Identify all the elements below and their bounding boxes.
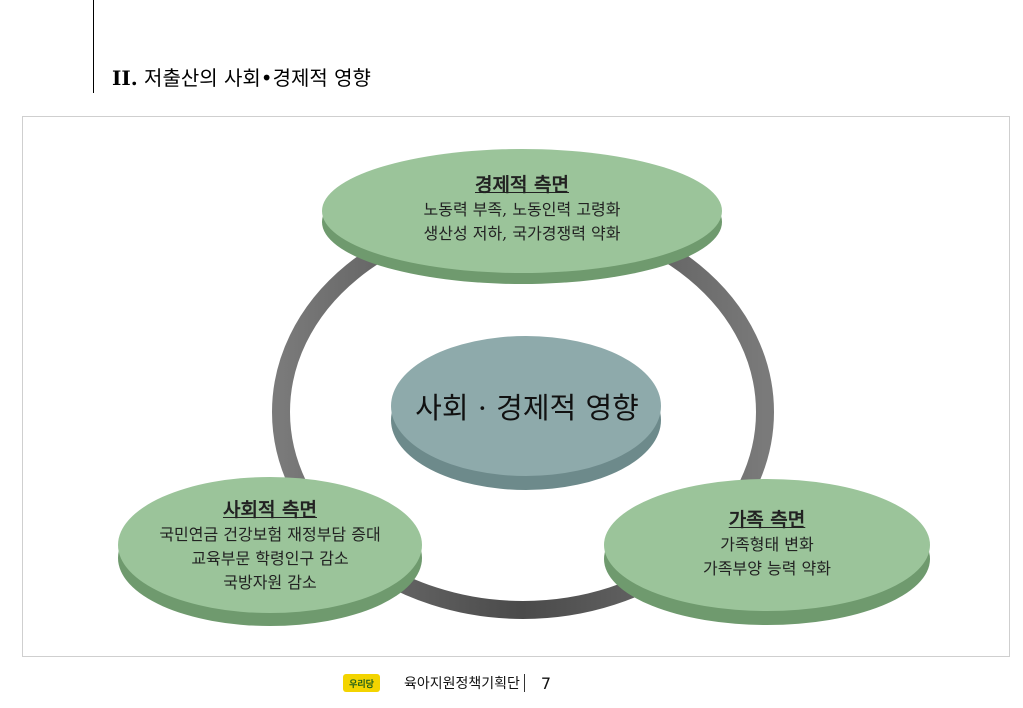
social-heading: 사회적 측면 — [222, 499, 317, 521]
social-label: 사회적 측면 국민연금 건강보험 재정부담 증대 교육부문 학령인구 감소 국방… — [130, 497, 410, 595]
family-node — [604, 479, 930, 625]
page-number: 7 — [540, 673, 552, 693]
family-line-1: 가족형태 변화 — [720, 535, 814, 554]
header-divider-line — [93, 0, 94, 93]
economic-line-1: 노동력 부족, 노동인력 고령화 — [423, 200, 621, 219]
center-node — [391, 336, 661, 490]
footer: 우리당 육아지원정책기획단 7 — [343, 671, 551, 695]
economic-heading: 경제적 측면 — [474, 174, 569, 196]
center-node-fill — [391, 336, 661, 476]
family-line-2: 가족부양 능력 약화 — [703, 559, 831, 578]
slide-title: II. 저출산의 사회•경제적 영향 — [112, 62, 371, 91]
family-heading: 가족 측면 — [728, 509, 806, 531]
social-line-2: 교육부문 학령인구 감소 — [191, 549, 349, 568]
party-logo: 우리당 — [343, 674, 380, 692]
social-line-1: 국민연금 건강보험 재정부담 증대 — [159, 525, 381, 544]
economic-node — [322, 149, 722, 284]
organization-name: 육아지원정책기획단 — [404, 676, 520, 692]
social-line-3: 국방자원 감소 — [223, 573, 317, 592]
economic-line-2: 생산성 저하, 국가경쟁력 약화 — [423, 224, 621, 243]
family-label: 가족 측면 가족형태 변화 가족부양 능력 약화 — [627, 507, 907, 581]
footer-separator — [523, 674, 525, 692]
family-node-fill — [604, 479, 930, 611]
social-node — [118, 477, 422, 626]
economic-label: 경제적 측면 노동력 부족, 노동인력 고령화 생산성 저하, 국가경쟁력 약화 — [362, 172, 682, 246]
social-node-fill — [118, 477, 422, 613]
center-label: 사회 · 경제적 영향 — [415, 391, 639, 425]
economic-node-fill — [322, 149, 722, 273]
section-number: II. — [112, 66, 138, 90]
title-text: 저출산의 사회•경제적 영향 — [144, 66, 371, 90]
party-logo-text: 우리당 — [349, 679, 374, 690]
